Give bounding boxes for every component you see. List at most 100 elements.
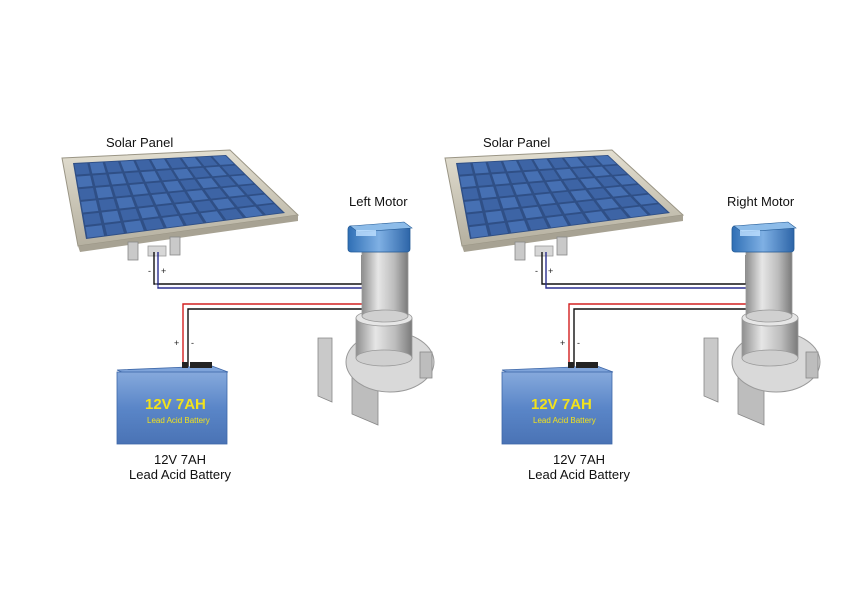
solar-cell bbox=[579, 156, 601, 166]
solar-cell bbox=[479, 186, 497, 199]
solar-cell bbox=[580, 178, 602, 189]
left-panel-wires bbox=[153, 252, 366, 289]
solar-cell bbox=[173, 168, 194, 179]
solar-cell bbox=[138, 206, 159, 219]
solar-cell bbox=[219, 208, 243, 220]
solar-cell bbox=[512, 183, 532, 195]
solar-cell bbox=[163, 180, 184, 192]
solar-cell bbox=[151, 159, 170, 170]
solar-cell bbox=[197, 178, 219, 189]
solar-cell bbox=[613, 175, 637, 185]
solar-cell bbox=[548, 158, 569, 169]
right-battery-face-title: 12V 7AH bbox=[531, 396, 592, 413]
solar-cell bbox=[101, 210, 121, 223]
left-solar-panel-label: Solar Panel bbox=[106, 135, 174, 150]
right-panel-wires bbox=[541, 252, 750, 289]
solar-cell bbox=[642, 204, 668, 215]
solar-cell bbox=[495, 185, 515, 197]
left-motor-label: Left Motor bbox=[349, 194, 408, 209]
solar-cell bbox=[116, 196, 135, 209]
solar-cell bbox=[181, 213, 204, 225]
solar-cell bbox=[540, 170, 560, 181]
left-battery-minus-terminal: - bbox=[191, 338, 194, 348]
solar-cell bbox=[125, 172, 143, 184]
solar-cell bbox=[181, 157, 202, 168]
solar-cell bbox=[240, 184, 264, 195]
left-motor bbox=[317, 221, 435, 426]
solar-cell bbox=[499, 196, 519, 209]
solar-cell bbox=[92, 174, 110, 186]
solar-cell bbox=[221, 165, 244, 175]
solar-cell bbox=[570, 190, 593, 201]
solar-cell bbox=[482, 198, 501, 211]
solar-cell bbox=[169, 191, 190, 203]
solar-cell bbox=[605, 186, 629, 197]
solar-cell bbox=[134, 195, 154, 207]
solar-cell bbox=[597, 176, 620, 187]
left-battery-caption-line2: Lead Acid Battery bbox=[129, 467, 231, 482]
solar-cell bbox=[475, 174, 493, 186]
solar-cell bbox=[459, 175, 476, 188]
solar-cell bbox=[249, 194, 273, 205]
solar-cell bbox=[95, 186, 114, 199]
solar-cell bbox=[193, 200, 216, 212]
left-battery-caption-line1: 12V 7AH bbox=[153, 452, 207, 467]
solar-cell bbox=[200, 211, 224, 223]
solar-cell bbox=[623, 206, 648, 218]
solar-cell bbox=[222, 186, 245, 197]
solar-cell bbox=[120, 208, 140, 221]
solar-cell bbox=[487, 161, 505, 173]
solar-cell bbox=[175, 202, 197, 214]
left-panel-plus-terminal: + bbox=[161, 266, 167, 276]
solar-cell bbox=[485, 210, 505, 223]
solar-cell bbox=[141, 171, 160, 182]
right-battery-plus-terminal: + bbox=[560, 338, 566, 348]
solar-cell bbox=[81, 200, 99, 213]
solar-cell bbox=[584, 211, 608, 223]
solar-cell bbox=[503, 208, 524, 221]
solar-cell bbox=[527, 218, 548, 231]
solar-cell bbox=[180, 179, 201, 190]
right-motor-label: Right Motor bbox=[727, 194, 795, 209]
left-solar-panel bbox=[61, 149, 300, 261]
solar-cell bbox=[594, 155, 617, 165]
solar-cell bbox=[129, 183, 149, 195]
solar-cell bbox=[151, 193, 172, 205]
solar-cell bbox=[230, 175, 254, 185]
solar-cell bbox=[507, 172, 527, 184]
solar-cell bbox=[488, 222, 509, 236]
solar-cell bbox=[623, 184, 648, 195]
solar-cell bbox=[104, 222, 124, 236]
solar-cell bbox=[98, 198, 117, 211]
left-battery-face-title: 12V 7AH bbox=[145, 396, 206, 413]
left-battery-wires bbox=[182, 258, 372, 368]
solar-cell bbox=[517, 195, 538, 207]
solar-cell bbox=[205, 166, 227, 177]
right-panel-plus-terminal: + bbox=[548, 266, 554, 276]
solar-cell bbox=[146, 182, 166, 194]
solar-cell bbox=[212, 155, 234, 165]
solar-cell bbox=[522, 206, 543, 219]
solar-cell bbox=[565, 213, 588, 225]
solar-cell bbox=[89, 162, 106, 174]
solar-cell bbox=[189, 167, 210, 178]
solar-cell bbox=[157, 204, 178, 217]
solar-cell bbox=[524, 171, 543, 182]
solar-cell bbox=[518, 159, 537, 171]
solar-cell bbox=[112, 185, 131, 197]
solar-cell bbox=[614, 196, 639, 207]
right-battery-wires bbox=[568, 258, 756, 368]
solar-cell bbox=[564, 157, 585, 168]
solar-cell bbox=[552, 191, 574, 203]
solar-cell bbox=[572, 167, 594, 178]
right-battery-minus-terminal: - bbox=[577, 338, 580, 348]
solar-cell bbox=[556, 168, 577, 179]
solar-cell bbox=[85, 225, 105, 238]
solar-cell bbox=[74, 163, 90, 175]
solar-cell bbox=[604, 208, 628, 220]
solar-cell bbox=[187, 190, 209, 201]
right-battery-caption-line1: 12V 7AH bbox=[552, 452, 606, 467]
solar-cell bbox=[230, 196, 254, 207]
solar-cell bbox=[604, 165, 627, 175]
solar-cell bbox=[507, 220, 529, 233]
